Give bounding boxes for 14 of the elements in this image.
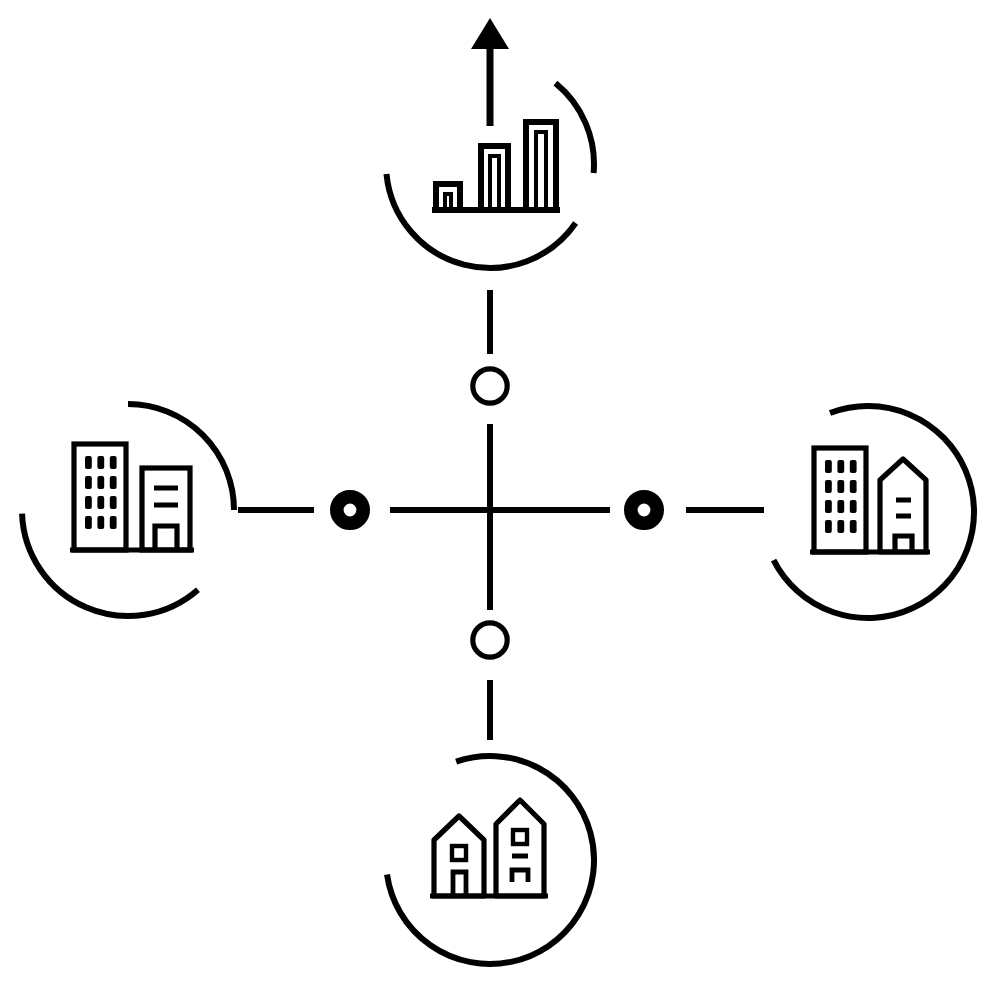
connector-line bbox=[487, 424, 493, 610]
connector-line bbox=[487, 680, 493, 740]
bar-chart-arrow-icon bbox=[382, 16, 598, 272]
connector-line bbox=[487, 290, 493, 354]
connector-line bbox=[390, 507, 610, 513]
connector-line bbox=[238, 507, 314, 513]
connector-line bbox=[686, 507, 764, 513]
ring-icon bbox=[330, 490, 370, 530]
buildings-icon bbox=[770, 402, 978, 622]
ring-icon bbox=[624, 490, 664, 530]
office-buildings-icon bbox=[18, 400, 238, 620]
houses-icon bbox=[384, 752, 598, 968]
small-circle-icon bbox=[470, 366, 510, 406]
small-circle-icon bbox=[470, 620, 510, 660]
